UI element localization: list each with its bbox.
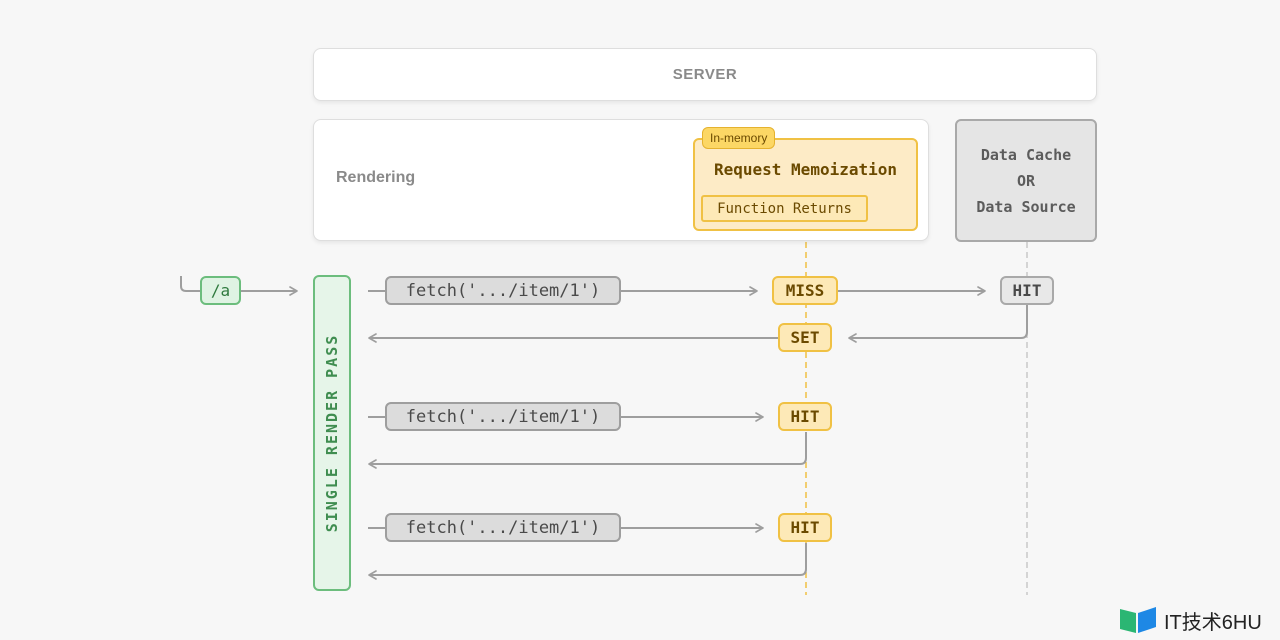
memo-set-badge: SET: [778, 323, 832, 352]
hit-to-set-arrow: [848, 305, 1028, 343]
data-cache-line-1: Data Cache: [980, 145, 1072, 164]
hit-return-arrow-3: [368, 543, 807, 580]
fetch-call-1: fetch('.../item/1'): [385, 276, 621, 305]
watermark-text: IT技术6HU: [1164, 611, 1262, 634]
data-cache-status-1: HIT: [1000, 276, 1054, 305]
server-header: SERVER: [313, 48, 1097, 101]
memo-status-1: MISS: [772, 276, 838, 305]
incoming-request-line: [180, 276, 200, 292]
memo-status-2: HIT: [778, 402, 832, 431]
request-memoization-title: Request Memoization: [713, 160, 898, 179]
data-cache-line-3: Data Source: [976, 197, 1076, 216]
watermark: IT技术6HU: [1118, 605, 1262, 635]
route-badge: /a: [200, 276, 241, 305]
rendering-label: Rendering: [336, 169, 416, 186]
in-memory-tag: In-memory: [702, 127, 776, 149]
single-render-pass-bar: [313, 275, 351, 591]
fetch-call-2: fetch('.../item/1'): [385, 402, 621, 431]
fetch-call-3: fetch('.../item/1'): [385, 513, 621, 542]
book-logo-icon: [1120, 607, 1156, 633]
memo-status-3: HIT: [778, 513, 832, 542]
single-render-pass-label: SINGLE RENDER PASS: [323, 333, 341, 533]
data-cache-box: Data Cache OR Data Source: [955, 119, 1097, 242]
hit-return-arrow-2: [368, 432, 807, 469]
function-returns-box: Function Returns: [701, 195, 868, 222]
data-cache-line-2: OR: [1016, 171, 1036, 190]
